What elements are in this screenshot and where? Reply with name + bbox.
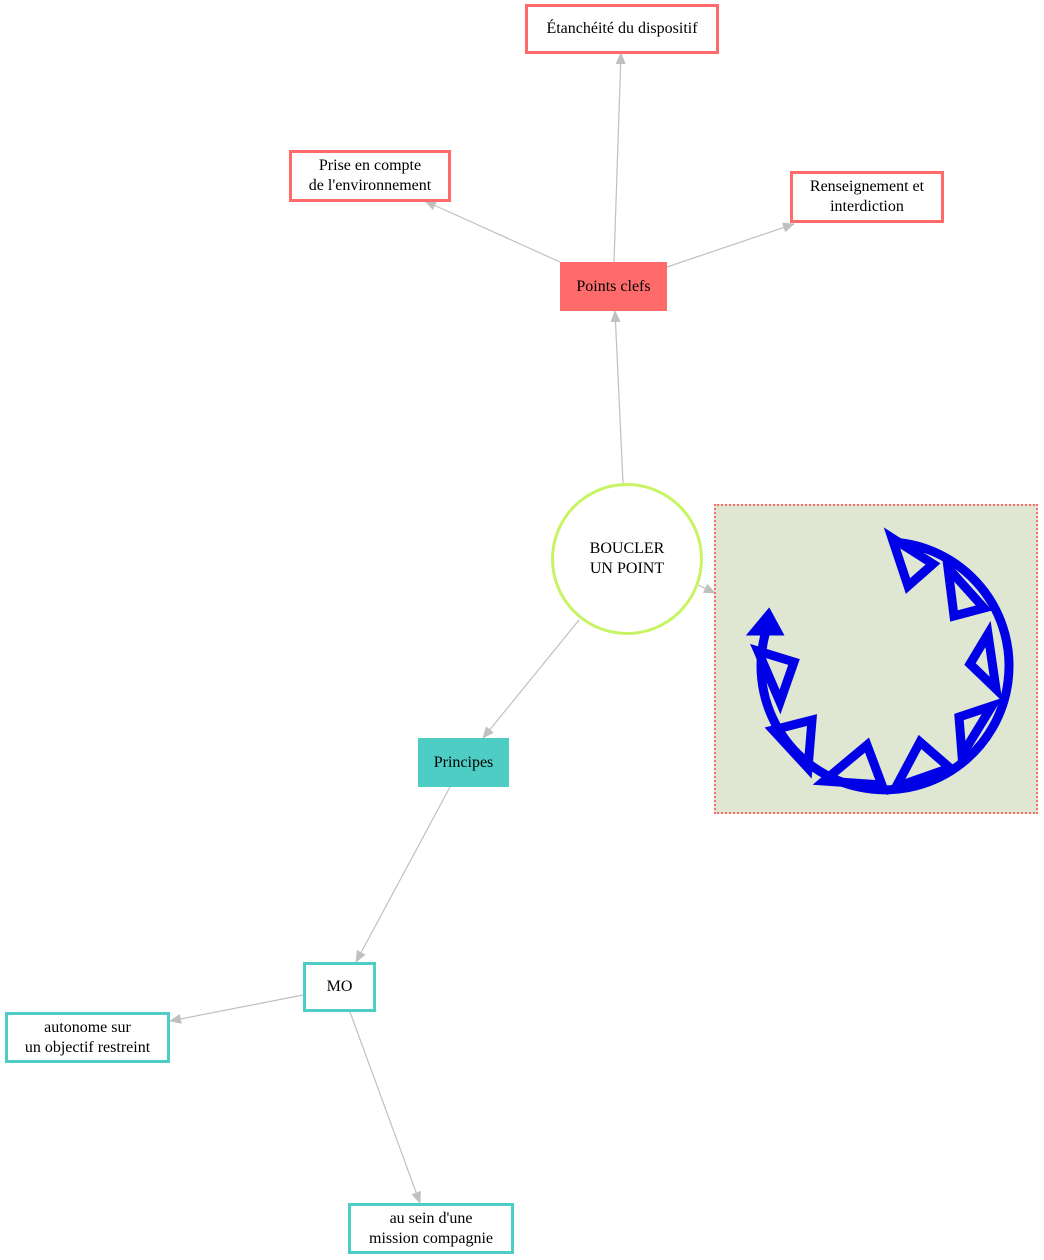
edge-mo-to-au-sein xyxy=(349,1011,421,1204)
node-principes-label: Principes xyxy=(433,753,494,771)
node-au-sein-label: au sein d'une mission compagnie xyxy=(369,1209,493,1247)
edge-points-clefs-to-etancheite xyxy=(613,52,626,263)
node-root-boucler-un-point[interactable]: BOUCLER UN POINT xyxy=(551,483,703,635)
node-points-clefs[interactable]: Points clefs xyxy=(560,262,667,311)
node-image[interactable] xyxy=(714,504,1038,814)
edge-mo-to-autonome xyxy=(169,994,304,1024)
edge-root-to-image xyxy=(697,583,716,594)
node-mo-label: MO xyxy=(326,978,353,995)
node-au-sein[interactable]: au sein d'une mission compagnie xyxy=(348,1203,514,1254)
edge-principes-to-mo xyxy=(355,786,451,963)
edge-root-to-points-clefs xyxy=(610,310,624,484)
node-mo[interactable]: MO xyxy=(303,962,376,1012)
edge-points-clefs-to-renseignement xyxy=(666,222,795,268)
node-principes[interactable]: Principes xyxy=(418,738,509,787)
edge-points-clefs-to-prise-en-compte xyxy=(424,200,561,263)
node-autonome[interactable]: autonome sur un objectif restreint xyxy=(5,1012,170,1063)
node-etancheite[interactable]: Étanchéité du dispositif xyxy=(525,4,719,54)
node-renseignement-label: Renseignement et interdiction xyxy=(809,178,925,215)
node-autonome-label: autonome sur un objectif restreint xyxy=(24,1018,151,1056)
node-prise-en-compte[interactable]: Prise en compte de l'environnement xyxy=(289,150,451,202)
node-etancheite-label: Étanchéité du dispositif xyxy=(546,20,698,37)
node-prise-en-compte-label: Prise en compte de l'environnement xyxy=(308,157,432,194)
node-points-clefs-label: Points clefs xyxy=(576,277,651,295)
edge-root-to-principes xyxy=(482,619,580,739)
node-root-label: BOUCLER UN POINT xyxy=(589,540,665,577)
loop-arrow-with-triangles-icon xyxy=(745,527,1014,796)
node-renseignement[interactable]: Renseignement et interdiction xyxy=(790,171,944,223)
